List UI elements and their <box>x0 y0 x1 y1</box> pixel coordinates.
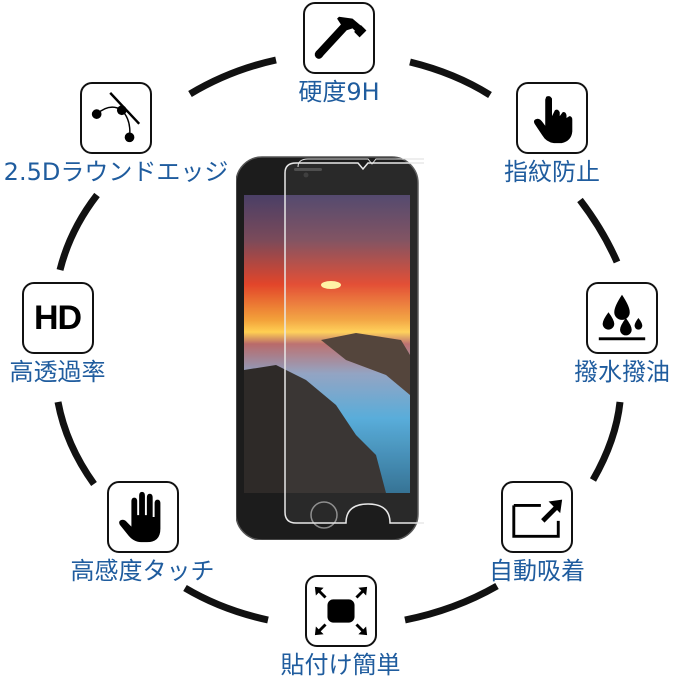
curve-edge-icon <box>91 92 141 143</box>
phone-with-screen-protector <box>236 156 424 540</box>
hammer-icon <box>314 16 367 59</box>
label-round-edge: 2.5Dラウンドエッジ <box>3 158 229 186</box>
label-hardness: 硬度9H <box>298 78 380 106</box>
feature-high-sensitivity-touch: 高感度タッチ <box>60 481 225 585</box>
expand-arrows-icon-box <box>304 575 377 647</box>
pointing-hand-icon <box>533 96 573 144</box>
label-water-oil-repellent: 撥水撥油 <box>574 358 670 386</box>
expand-arrow-icon <box>512 499 563 538</box>
label-anti-fingerprint: 指紋防止 <box>504 158 600 186</box>
pointing-hand-icon-box <box>516 82 588 154</box>
feature-high-transparency: HD 高透過率 <box>0 282 115 386</box>
hd-icon-box: HD <box>21 282 94 354</box>
curve-edge-icon-box <box>80 82 152 154</box>
feature-easy-application: 貼付け簡単 <box>280 575 401 679</box>
feature-water-oil-repellent: 撥水撥油 <box>562 282 679 386</box>
hand-icon-box <box>106 481 179 553</box>
expand-arrows-icon <box>314 586 367 636</box>
hammer-icon-box <box>303 2 375 74</box>
expand-arrow-icon-box <box>501 481 573 553</box>
feature-anti-fingerprint: 指紋防止 <box>497 82 607 186</box>
label-auto-adhesion: 自動吸着 <box>489 557 585 585</box>
label-high-sensitivity-touch: 高感度タッチ <box>70 557 215 585</box>
label-easy-application: 貼付け簡単 <box>280 651 401 679</box>
hd-icon: HD <box>33 298 82 337</box>
feature-round-edge: 2.5Dラウンドエッジ <box>0 82 232 186</box>
feature-auto-adhesion: 自動吸着 <box>477 481 597 585</box>
feature-hardness: 硬度9H <box>298 2 380 106</box>
hand-icon <box>118 491 160 543</box>
label-high-transparency: 高透過率 <box>9 358 106 386</box>
water-drops-icon <box>598 294 646 341</box>
water-drops-icon-box <box>586 282 658 354</box>
